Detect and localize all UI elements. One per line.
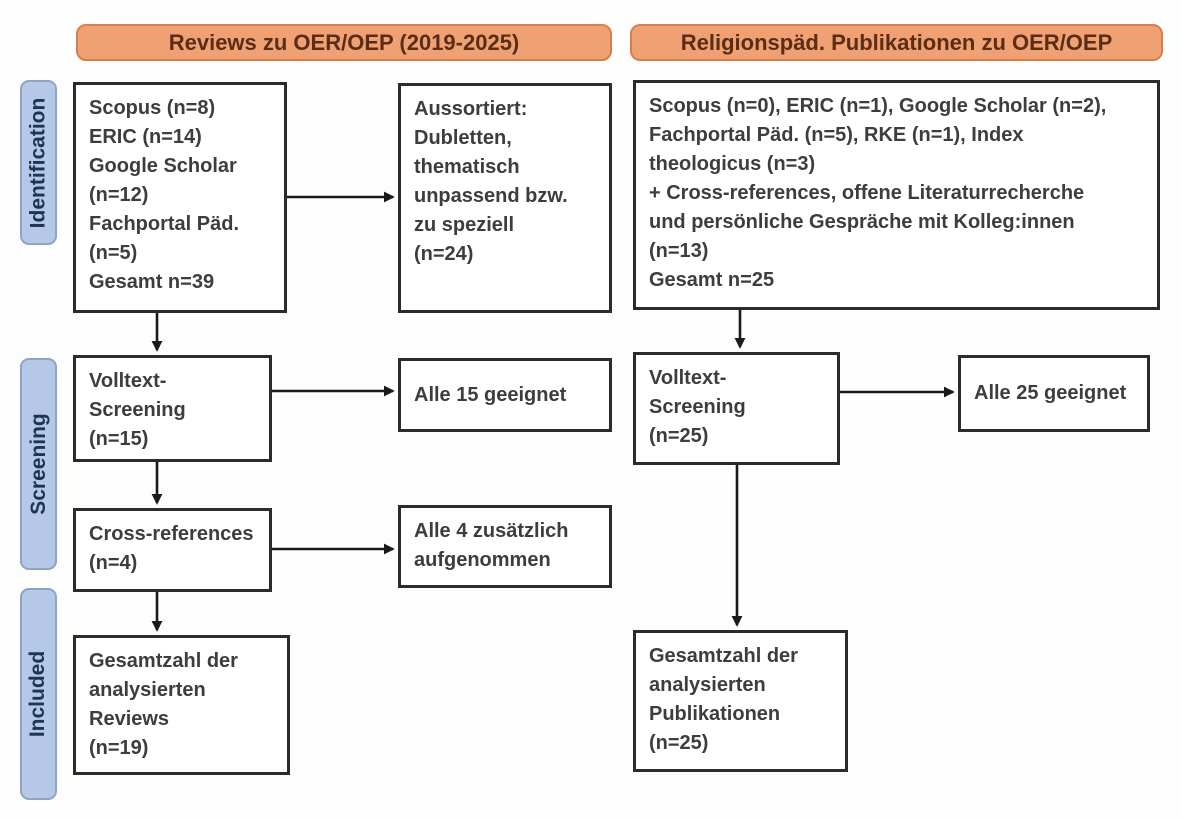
box-left-additional-included: Alle 4 zusätzlich aufgenommen <box>398 505 612 588</box>
box-right-all-eligible: Alle 25 geeignet <box>958 355 1150 432</box>
column-header-religionspaed: Religionspäd. Publikationen zu OER/OEP <box>630 24 1163 61</box>
stage-label-included-text: Included <box>26 650 50 738</box>
box-left-sources: Scopus (n=8) ERIC (n=14) Google Scholar … <box>73 82 287 313</box>
column-header-reviews-label: Reviews zu OER/OEP (2019-2025) <box>168 29 520 55</box>
column-header-reviews: Reviews zu OER/OEP (2019-2025) <box>76 24 612 61</box>
column-header-religionspaed-label: Religionspäd. Publikationen zu OER/OEP <box>680 29 1113 55</box>
box-right-sources: Scopus (n=0), ERIC (n=1), Google Scholar… <box>633 80 1160 310</box>
stage-label-screening-text: Screening <box>26 413 50 515</box>
box-left-all-eligible: Alle 15 geeignet <box>398 358 612 432</box>
box-right-total-included: Gesamtzahl der analysierten Publikatione… <box>633 630 848 772</box>
stage-label-identification: Identification <box>20 80 57 245</box>
box-left-total-included: Gesamtzahl der analysierten Reviews (n=1… <box>73 635 290 775</box>
box-right-fulltext-screening: Volltext- Screening (n=25) <box>633 352 840 465</box>
stage-label-screening: Screening <box>20 358 57 570</box>
stage-label-included: Included <box>20 588 57 800</box>
stage-label-identification-text: Identification <box>26 97 50 228</box>
box-left-fulltext-screening: Volltext- Screening (n=15) <box>73 355 272 462</box>
box-left-cross-references: Cross-references (n=4) <box>73 508 272 592</box>
box-left-excluded: Aussortiert: Dubletten, thematisch unpas… <box>398 83 612 313</box>
